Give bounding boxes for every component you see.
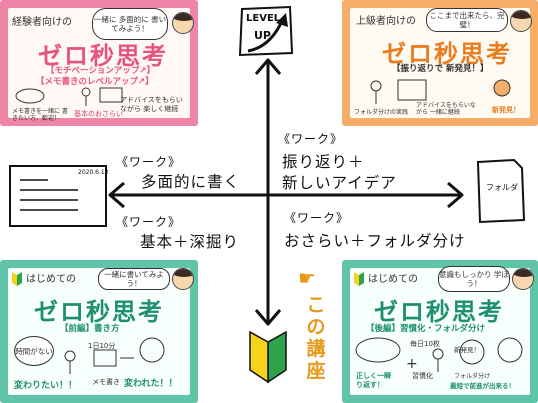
level-up-icon: LEVEL UP xyxy=(236,5,296,57)
card-tag: はじめての xyxy=(368,274,418,285)
level-text: LEVEL xyxy=(246,13,281,24)
note-memo: メモ書き xyxy=(92,378,120,386)
lower-right-label: おさらい＋フォルダ分け xyxy=(284,232,466,250)
beginner-mark-small-icon xyxy=(354,271,364,290)
note-want-change: 変わりたい！！ xyxy=(14,381,78,391)
card-beginner-part1: はじめての 一緒に書いてみよう！ ゼロ秒思考 【前編】書き方 時間がない 1日1… xyxy=(0,260,198,403)
stick-figures-icon: + xyxy=(355,337,523,372)
card-title: ゼロ秒思考 xyxy=(38,42,168,70)
memo-date: 2020.6.12 xyxy=(78,169,109,176)
note-basic: 基本のおさらい xyxy=(74,110,123,118)
note-welcome: メモ書きを一緒に 書きたい方、歓迎！ xyxy=(12,108,68,122)
card-advanced: 上級者向けの ここまで出来たら、完璧！ ゼロ秒思考 【振り返りで 新発見！】 ア… xyxy=(342,0,538,126)
avatar-icon xyxy=(510,10,532,32)
note-advice: アドバイスをもらいながら 楽しく継続 xyxy=(120,96,183,113)
speech-bubble: 一緒に 多面的に 書いてみよう！ xyxy=(92,8,168,40)
card-experienced: 経験者向けの 一緒に 多面的に 書いてみよう！ ゼロ秒思考 【モチベーションアッ… xyxy=(0,0,198,126)
stick-figures-icon xyxy=(370,79,511,104)
note-daily10: 毎日10枚 xyxy=(410,340,440,348)
note-folder-split: フォルダ分け xyxy=(454,373,491,380)
card-tag: 上級者向けの xyxy=(356,16,416,27)
upper-right-label-line2: 新しいアイデア xyxy=(282,174,397,192)
pointing-hand-icon: ☛ xyxy=(298,266,316,290)
note-advice: アドバイスをもらいながら 一緒に継続 xyxy=(416,102,476,116)
lower-left-work-tag: 《ワーク》 xyxy=(116,215,182,229)
speech-bubble: 一緒に書いてみよう！ xyxy=(98,268,170,290)
card-sub1: 【前編】書き方 xyxy=(60,324,120,334)
card-tag: はじめての xyxy=(26,274,76,285)
svg-text:+: + xyxy=(406,356,418,372)
note-review: 正しく一瞬り返す！ xyxy=(356,372,391,389)
note-habit: 習慣化 xyxy=(412,372,433,380)
stick-figures-icon xyxy=(64,337,165,374)
card-beginner-part2: はじめての 意識もしっかり 学ぼう！ ゼロ秒思考 【後編】習慣化・フォルダ分け … xyxy=(342,260,538,403)
speech-bubble: ここまで出来たら、完璧！ xyxy=(426,8,508,32)
lower-right-work-tag: 《ワーク》 xyxy=(284,211,350,225)
card-sub1: 【振り返りで 新発見！】 xyxy=(392,64,489,74)
note-discovery: 新発見！ xyxy=(454,346,480,354)
note-shortest: 最短で前進が出来る！ xyxy=(450,382,515,390)
stick-figures-icon xyxy=(15,87,123,106)
avatar-icon xyxy=(172,12,194,34)
this-course-label: こ の 講 座 xyxy=(306,294,326,382)
note-changed: 変われた！！ xyxy=(124,379,178,389)
upper-right-work-tag: 《ワーク》 xyxy=(278,132,344,146)
avatar-icon xyxy=(512,268,534,290)
card-sub1: 【後編】習慣化・フォルダ分け xyxy=(366,324,486,334)
avatar-icon xyxy=(172,268,194,290)
note-no-time: 時間がない xyxy=(14,336,54,366)
beginner-mark-icon xyxy=(246,330,290,384)
card-title: ゼロ秒思考 xyxy=(382,40,512,68)
upper-left-label: 多面的に書く xyxy=(141,173,241,191)
note-folder: フォルダ分けの実践 xyxy=(354,109,409,116)
memo-paper-icon: 2020.6.12 xyxy=(8,164,109,228)
upper-left-work-tag: 《ワーク》 xyxy=(116,155,182,169)
folder-icon: フォルダ xyxy=(474,158,526,224)
lower-left-label: 基本＋深掘り xyxy=(140,233,240,251)
upper-right-label-line1: 振り返り＋ xyxy=(282,153,365,171)
card-sub1: 【モチベーションアップ↗】 xyxy=(46,66,155,76)
card-tag: 経験者向けの xyxy=(12,17,72,28)
note-10min: 1日10分 xyxy=(88,342,116,350)
beginner-mark-small-icon xyxy=(12,271,22,290)
card-sub2: 【メモ書きのレベルアップ↗】 xyxy=(36,77,154,87)
card-title: ゼロ秒思考 xyxy=(34,298,164,326)
speech-bubble: 意識もしっかり 学ぼう！ xyxy=(438,266,510,292)
up-text: UP xyxy=(254,29,271,42)
note-discovery: 新発見！ xyxy=(492,106,520,114)
folder-label: フォルダ xyxy=(486,183,518,192)
card-title: ゼロ秒思考 xyxy=(374,298,504,326)
